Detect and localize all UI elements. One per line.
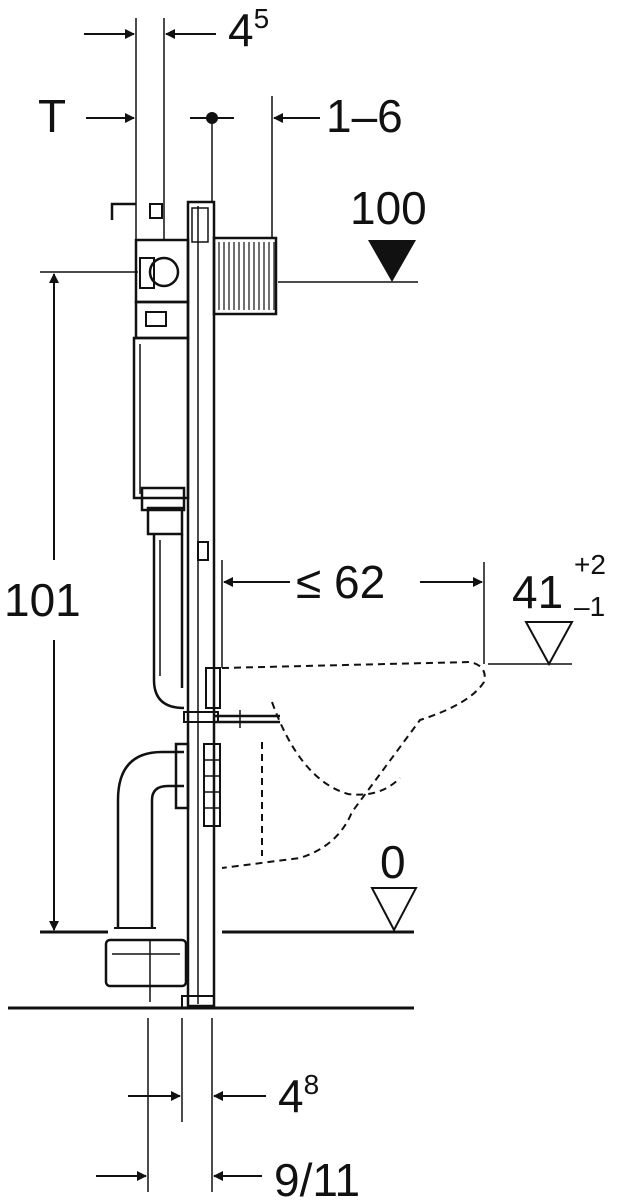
- mounting-frame: [181, 200, 216, 1009]
- seat-height-marker: [524, 621, 574, 667]
- flush-plate: [212, 236, 278, 316]
- label-flush-height: 100: [350, 182, 427, 234]
- label-top-width: 45: [228, 3, 269, 56]
- label-projection: ≤ 62: [296, 556, 385, 608]
- label-seat-height: 41: [512, 566, 563, 618]
- label-total-height: 101: [4, 574, 81, 626]
- label-adjust: 1–6: [326, 90, 403, 142]
- label-floor-level: 0: [380, 836, 406, 888]
- flush-pipe: [152, 534, 185, 710]
- drain-bend: [104, 742, 190, 1002]
- label-seat-height-minus: –1: [574, 591, 605, 622]
- label-depth: T: [38, 90, 66, 142]
- label-bottom-span: 9/11: [274, 1154, 360, 1200]
- floor-level-marker: [370, 887, 418, 933]
- cistern: [110, 202, 190, 536]
- reference-point: [206, 112, 218, 124]
- flush-height-marker: [368, 240, 416, 282]
- label-bottom-width: 48: [278, 1069, 319, 1122]
- toilet-bowl-outline: [221, 660, 486, 869]
- label-seat-height-plus: +2: [574, 549, 606, 580]
- extension-lines: [40, 18, 572, 1192]
- connection-fittings: [183, 667, 280, 827]
